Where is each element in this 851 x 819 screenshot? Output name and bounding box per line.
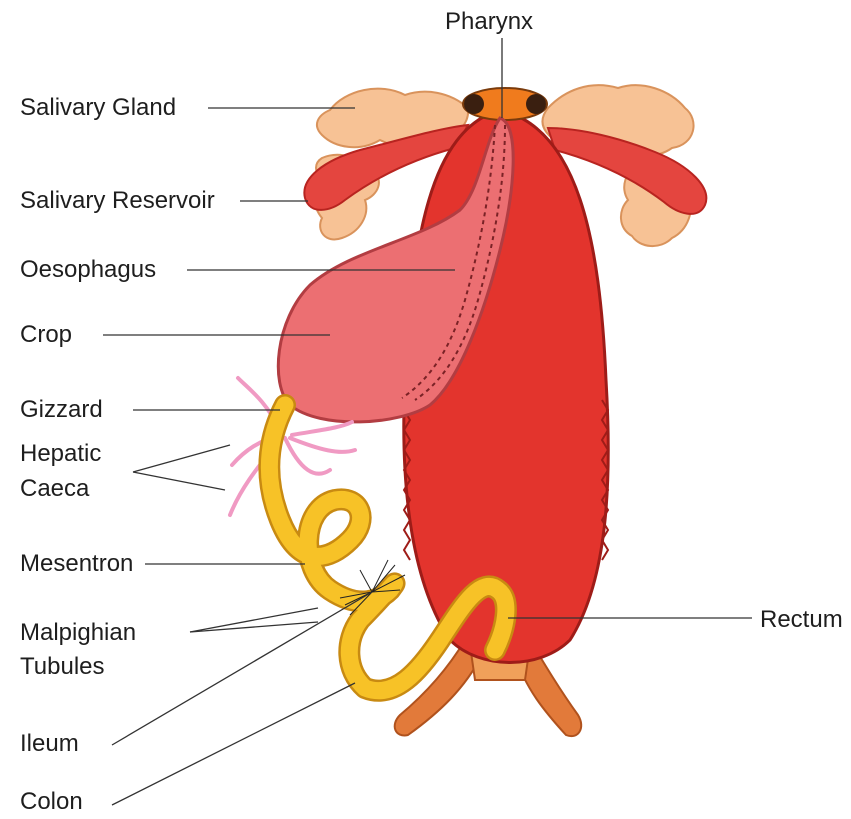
label-gizzard: Gizzard (20, 393, 103, 427)
label-tubules: Tubules (20, 650, 105, 684)
leader-malpighian-1 (190, 608, 318, 632)
label-salivary-gland: Salivary Gland (20, 91, 176, 125)
leader-caeca-2 (133, 472, 225, 490)
label-ileum: Ileum (20, 727, 79, 761)
label-rectum: Rectum (760, 603, 843, 637)
label-oesophagus: Oesophagus (20, 253, 156, 287)
pharynx-shape (463, 88, 547, 120)
leader-malpighian-2 (190, 622, 318, 632)
label-salivary-reservoir: Salivary Reservoir (20, 184, 215, 218)
label-malpighian: Malpighian (20, 616, 136, 650)
leader-ileum (112, 592, 372, 745)
label-hepatic: Hepatic (20, 437, 101, 471)
label-caeca: Caeca (20, 472, 89, 506)
label-pharynx: Pharynx (445, 5, 533, 39)
label-crop: Crop (20, 318, 72, 352)
label-mesentron: Mesentron (20, 547, 133, 581)
leader-colon (112, 683, 355, 805)
leader-caeca-1 (133, 445, 230, 472)
